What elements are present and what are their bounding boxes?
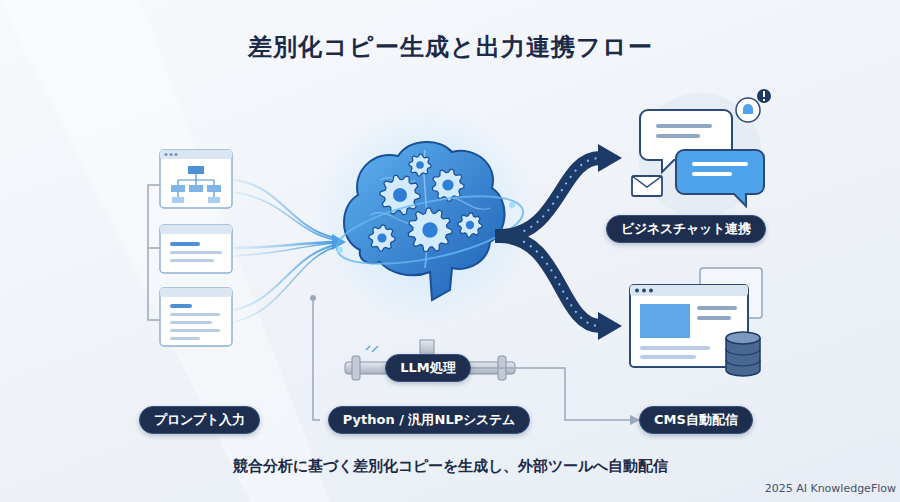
- pill-text: LLM処理: [400, 359, 456, 377]
- window-icon: [160, 225, 232, 273]
- cms-icon: [630, 268, 762, 376]
- glow: [315, 105, 535, 325]
- window-icon: [160, 288, 232, 346]
- sparkle: [509, 202, 515, 208]
- orbit-ring: [331, 183, 528, 277]
- pill-text: プロンプト入力: [154, 411, 245, 429]
- pill-text: ビジネスチャット連携: [621, 220, 751, 238]
- label-pill: CMS自動配信: [639, 406, 753, 434]
- caption-text: 競合分析に基づく差別化コピーを生成し、外部ツールへ自動配信: [233, 457, 668, 476]
- window-icon: [160, 150, 232, 208]
- diagram-title: 差別化コピー生成と出力連携フロー: [248, 31, 653, 63]
- leader-line: [313, 300, 320, 420]
- watermark: 2025 AI KnowledgeFlow: [765, 482, 896, 495]
- pipe-illustration: [345, 340, 515, 380]
- pill-text: Python / 汎用NLPシステム: [343, 411, 515, 429]
- gear: [409, 154, 431, 176]
- gear: [458, 213, 482, 237]
- pill-text: CMS自動配信: [654, 411, 738, 429]
- label-pill: Python / 汎用NLPシステム: [328, 406, 530, 434]
- bracket-line: [148, 185, 160, 320]
- gear: [408, 208, 452, 252]
- label-pill: プロンプト入力: [139, 406, 260, 434]
- output-arrow: [495, 144, 622, 340]
- gear: [369, 225, 395, 251]
- label-pill: ビジネスチャット連携: [606, 215, 766, 243]
- label-pill: LLM処理: [385, 354, 471, 382]
- dot: [310, 295, 316, 301]
- chat-icon: [632, 89, 771, 217]
- sparkle: [337, 247, 343, 253]
